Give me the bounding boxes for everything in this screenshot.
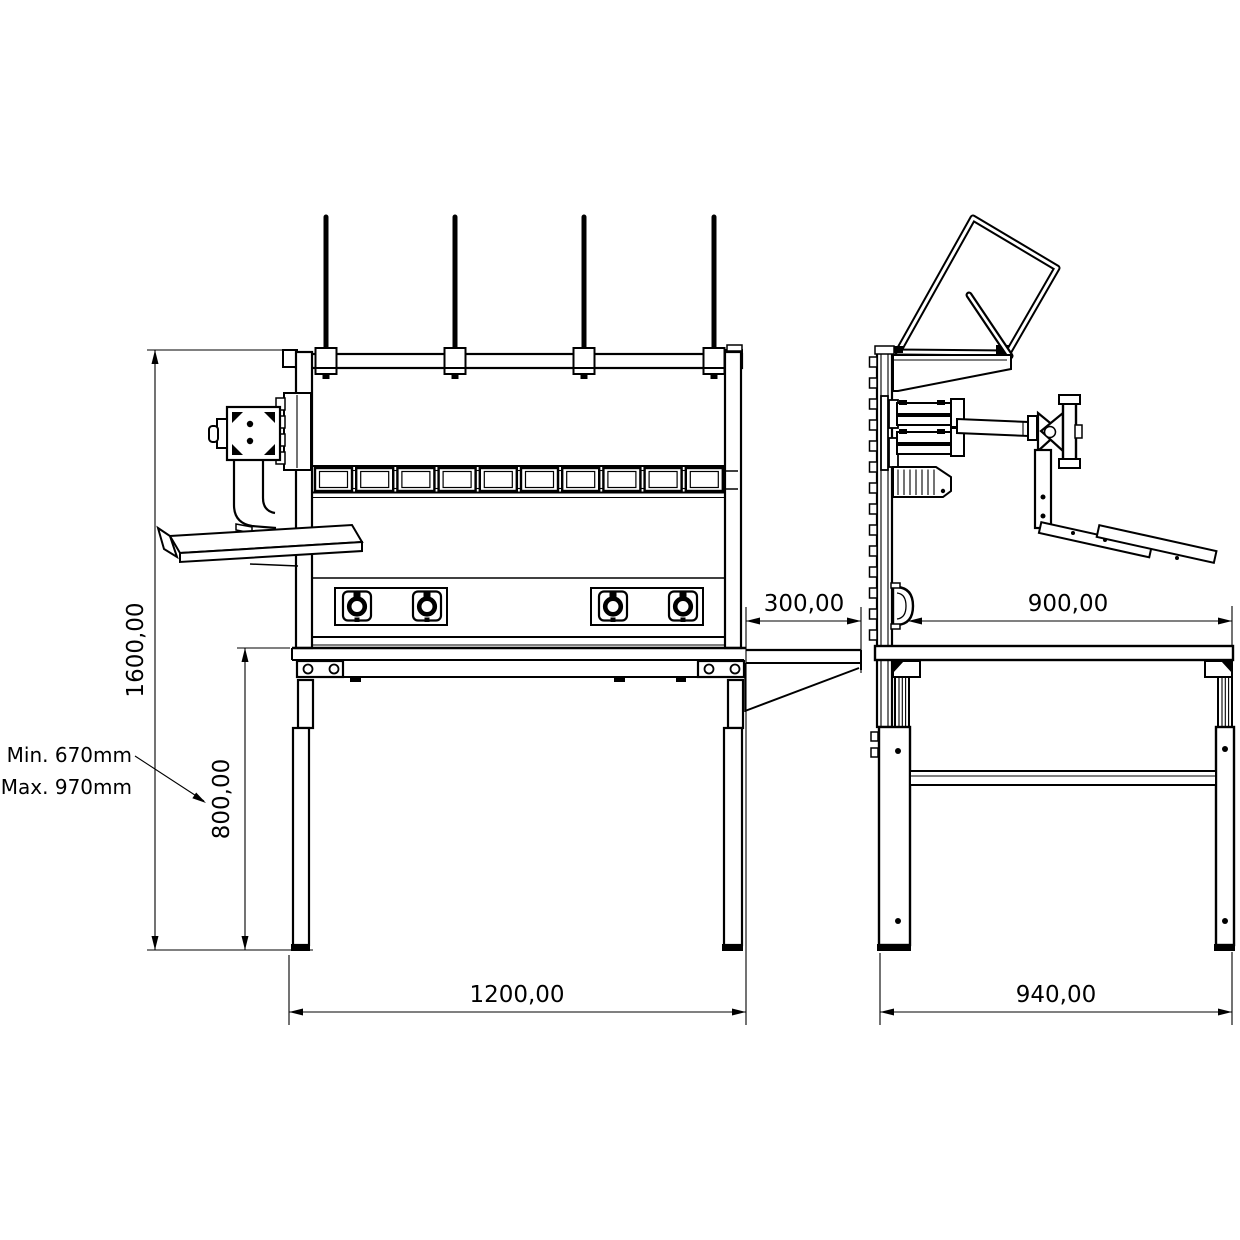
arrowhead — [241, 936, 249, 950]
tilted-document-panel — [894, 214, 1061, 360]
arrowhead — [241, 648, 249, 662]
front-view — [156, 214, 862, 951]
dim-overall-height: 1600,00 — [123, 349, 296, 950]
arrowhead — [192, 792, 206, 803]
arrowhead — [732, 1008, 746, 1016]
legs-front — [291, 678, 745, 951]
arm-bolts — [899, 400, 945, 434]
bin-rail-modules — [313, 466, 724, 493]
bin-rail — [312, 465, 738, 499]
dim-worktop-depth: 900,00 — [908, 591, 1233, 645]
overall-depth-label: 940,00 — [1016, 982, 1096, 1008]
vesa-joint-side — [1027, 410, 1065, 454]
monitor-arm-side — [880, 395, 1029, 471]
panel-bracket — [892, 354, 1012, 392]
bin-rail-side — [892, 466, 952, 498]
outlet-side — [890, 582, 915, 630]
legs-side — [870, 660, 1236, 951]
telescopic-leg-hatch — [898, 678, 1230, 727]
document-tray-front — [156, 460, 364, 567]
power-outlet-strip — [334, 587, 704, 626]
hanging-rods — [323, 214, 717, 356]
extension-depth-label: 300,00 — [764, 591, 844, 617]
worktop-height-label: 800,00 — [209, 759, 235, 839]
overall-height-label: 1600,00 — [123, 602, 149, 697]
arrowhead — [1218, 617, 1232, 625]
column-slot-tabs — [868, 356, 878, 641]
power-sockets — [341, 590, 699, 622]
leader-line — [134, 755, 205, 802]
dimensions: 1600,00 800,00 Min. 670mm Max. 970mm 120… — [1, 349, 1233, 1025]
dim-overall-depth: 940,00 — [879, 952, 1233, 1025]
bin-rail-hatch — [897, 469, 935, 495]
arrowhead — [151, 936, 159, 950]
dim-overall-width: 1200,00 — [288, 607, 747, 1025]
arrowhead — [289, 1008, 303, 1016]
note-min-label: Min. 670mm — [7, 743, 132, 767]
top-rail — [282, 344, 744, 379]
dim-worktop-height: 800,00 — [209, 647, 290, 950]
arrowhead — [151, 350, 159, 364]
keyboard-tray-side — [1033, 448, 1218, 565]
monitor-side — [1058, 394, 1083, 469]
overall-width-label: 1200,00 — [469, 982, 564, 1008]
note-max-label: Max. 970mm — [1, 775, 132, 799]
arrowhead — [908, 617, 922, 625]
arrowhead — [746, 617, 760, 625]
arrowhead — [880, 1008, 894, 1016]
worktop-side — [873, 644, 1235, 662]
monitor-mount-front — [208, 392, 312, 471]
arrowhead — [847, 617, 861, 625]
side-view — [868, 214, 1236, 951]
worktop-extension — [744, 648, 862, 712]
dim-extension-depth: 300,00 — [746, 591, 862, 673]
worktop-depth-label: 900,00 — [1028, 591, 1108, 617]
arrowhead — [1218, 1008, 1232, 1016]
height-adjustment-note: Min. 670mm Max. 970mm — [1, 743, 206, 803]
worktop-front — [291, 646, 746, 682]
